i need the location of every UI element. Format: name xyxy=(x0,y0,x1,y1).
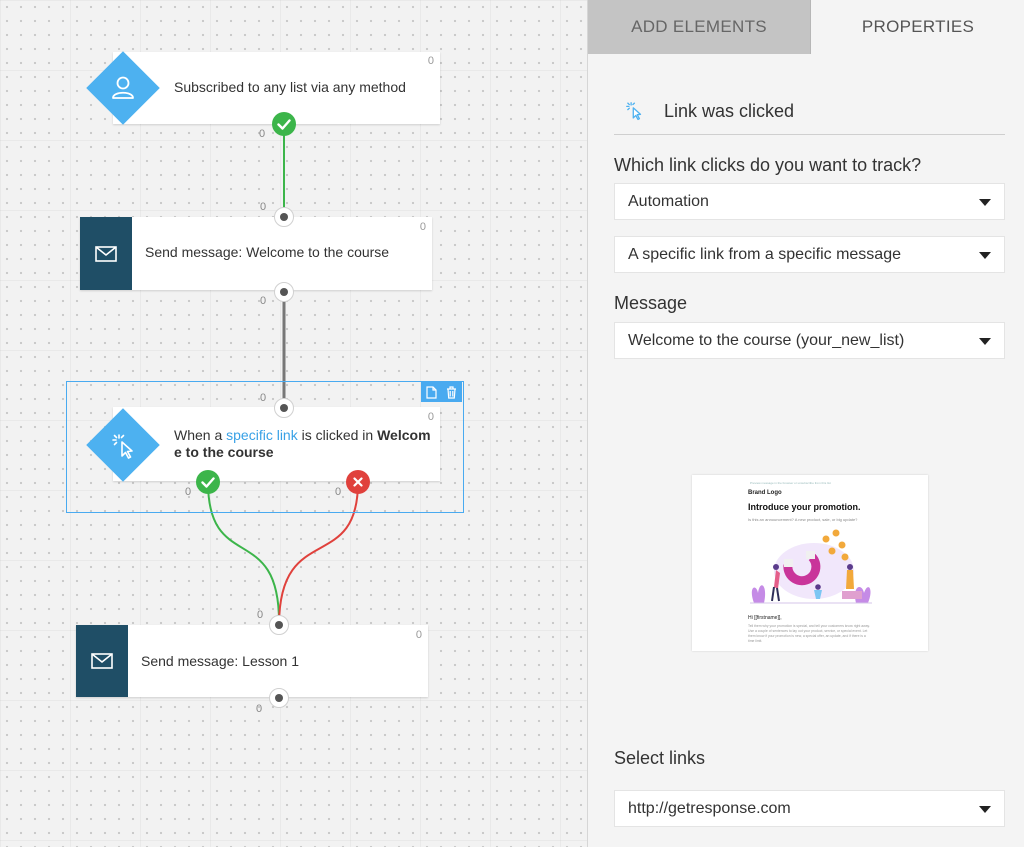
message-select[interactable]: Welcome to the course (your_new_list) xyxy=(614,322,1005,359)
node-count: 0 xyxy=(419,221,426,233)
action-node-welcome[interactable]: Send message: Welcome to the course 0 xyxy=(80,217,432,290)
action-icon-box xyxy=(80,217,132,290)
node-label: Send message: Welcome to the course xyxy=(145,244,390,260)
properties-panel: ADD ELEMENTS PROPERTIES Link was clicked… xyxy=(587,0,1024,847)
cursor-click-icon xyxy=(112,434,133,459)
preview-logo: Brand Logo xyxy=(748,490,782,496)
panel-title-row: Link was clicked xyxy=(614,92,1005,135)
preview-headline: Introduce your promotion. xyxy=(748,502,861,512)
dropdown-caret-icon xyxy=(979,806,991,813)
link-type-select[interactable]: A specific link from a specific message xyxy=(614,236,1005,273)
trash-icon[interactable] xyxy=(446,385,457,399)
port-count: 0 xyxy=(257,609,264,621)
promotion-illustration xyxy=(750,529,872,604)
cursor-click-icon xyxy=(626,102,642,121)
document-icon[interactable] xyxy=(426,385,437,399)
preview-subline: Is this an announcement? A new product, … xyxy=(748,517,858,522)
checkmark-icon xyxy=(277,118,291,130)
condition-node-link-clicked[interactable]: When a specific link is clicked in Welco… xyxy=(113,407,440,481)
preview-greeting: Hi [[firstname]], xyxy=(748,615,782,621)
input-port[interactable] xyxy=(269,615,289,635)
port-count: 0 xyxy=(260,392,267,404)
port-count: 0 xyxy=(185,486,192,498)
select-links-label: Select links xyxy=(614,748,706,768)
panel-title: Link was clicked xyxy=(664,101,795,121)
node-toolbar xyxy=(421,382,462,402)
envelope-icon xyxy=(91,653,113,669)
output-port[interactable] xyxy=(269,688,289,708)
select-value: Welcome to the course (your_new_list) xyxy=(628,332,905,349)
no-outcome-badge[interactable] xyxy=(346,470,370,494)
cross-icon xyxy=(353,477,363,487)
dropdown-caret-icon xyxy=(979,199,991,206)
output-port[interactable] xyxy=(274,282,294,302)
port-count: 0 xyxy=(260,201,267,213)
links-select[interactable]: http://getresponse.com xyxy=(614,790,1005,827)
preview-top-line: Preview message in the browser or unsubs… xyxy=(750,481,831,485)
port-count: 0 xyxy=(259,128,266,140)
node-label-prefix: When a xyxy=(174,427,227,443)
input-port[interactable] xyxy=(274,398,294,418)
track-select[interactable]: Automation xyxy=(614,183,1005,220)
user-icon xyxy=(112,76,134,99)
node-count: 0 xyxy=(427,411,434,423)
specific-link-text[interactable]: specific link xyxy=(226,427,298,443)
message-label: Message xyxy=(614,293,688,313)
envelope-icon xyxy=(95,245,117,262)
node-label: Subscribed to any list via any method xyxy=(174,79,406,95)
node-count: 0 xyxy=(427,55,434,67)
dropdown-caret-icon xyxy=(979,252,991,259)
port-count: 0 xyxy=(256,703,263,715)
node-count: 0 xyxy=(415,629,422,641)
action-icon-box xyxy=(76,625,128,697)
node-label-message-name: Welcome to the course xyxy=(174,427,431,460)
checkmark-icon xyxy=(201,476,215,488)
input-port[interactable] xyxy=(274,207,294,227)
node-label: When a specific link is clicked in Welco… xyxy=(174,427,431,461)
trigger-node-subscribed[interactable]: Subscribed to any list via any method 0 xyxy=(113,52,440,124)
connector-yes-to-lesson xyxy=(207,481,281,625)
message-preview[interactable]: Preview message in the browser or unsubs… xyxy=(692,475,928,651)
select-value: Automation xyxy=(628,193,709,210)
port-count: 0 xyxy=(260,295,267,307)
workflow-canvas[interactable]: Subscribed to any list via any method 0 … xyxy=(0,0,587,847)
yes-outcome-badge[interactable] xyxy=(196,470,220,494)
node-label-middle: is clicked in xyxy=(297,427,378,443)
connector-lines xyxy=(207,124,359,625)
node-label: Send message: Lesson 1 xyxy=(141,653,299,669)
tab-properties[interactable]: PROPERTIES xyxy=(811,0,1024,54)
port-count: 0 xyxy=(335,486,342,498)
select-value: http://getresponse.com xyxy=(628,800,791,817)
select-value: A specific link from a specific message xyxy=(628,246,901,263)
track-label: Which link clicks do you want to track? xyxy=(614,155,922,175)
connector-no-to-lesson xyxy=(278,481,359,625)
dropdown-caret-icon xyxy=(979,338,991,345)
tab-add-elements[interactable]: ADD ELEMENTS xyxy=(588,0,811,54)
preview-body: Tell them why your promotion is special,… xyxy=(748,624,870,643)
yes-outcome-badge[interactable] xyxy=(272,112,296,136)
action-node-lesson-1[interactable]: Send message: Lesson 1 0 xyxy=(76,625,428,697)
selection-frame xyxy=(66,381,464,513)
